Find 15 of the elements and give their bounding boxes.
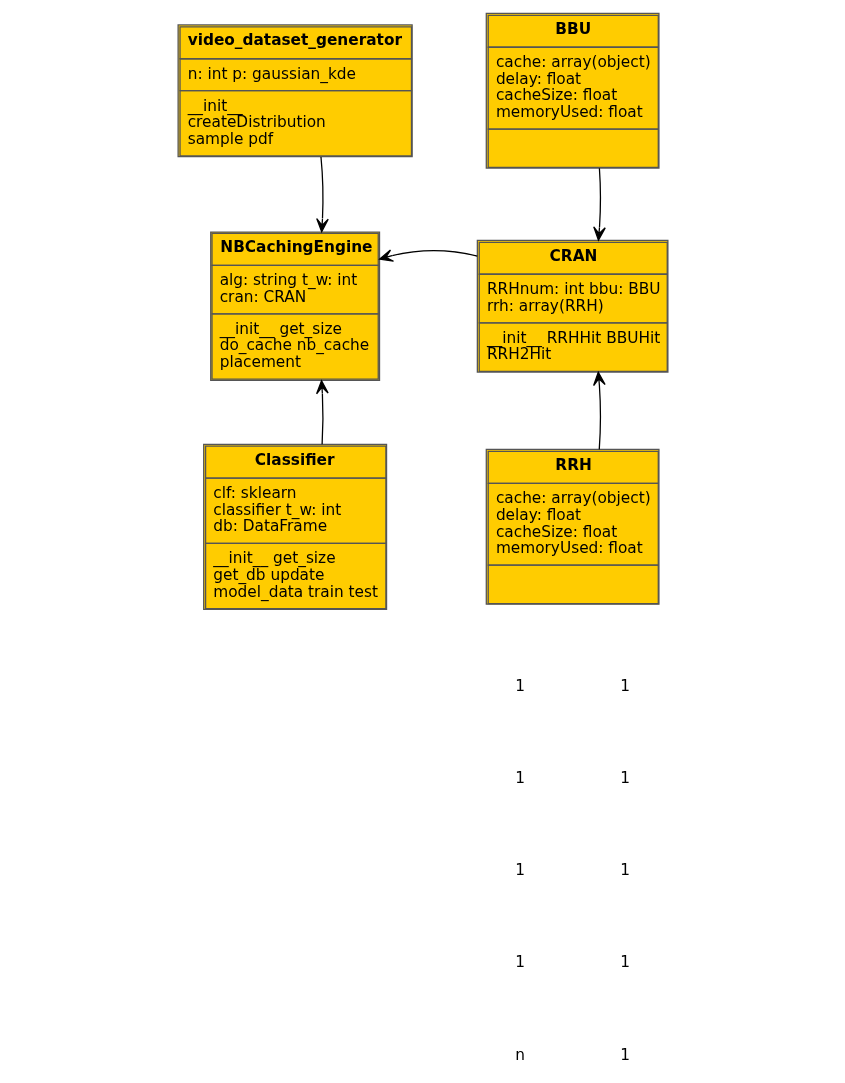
label: 1: [514, 861, 525, 880]
arrow: [592, 371, 606, 451]
arrow: [592, 167, 606, 241]
label: n: [514, 1045, 525, 1064]
arrow: [315, 380, 329, 445]
label: 1: [514, 677, 525, 696]
label: 1: [619, 861, 630, 880]
label: 1: [619, 953, 630, 972]
label: 1: [514, 953, 525, 972]
label: 1: [619, 769, 630, 788]
arrow: [315, 156, 329, 233]
label: 1: [514, 769, 525, 788]
label: 1: [619, 1045, 630, 1064]
label: 1: [619, 677, 630, 696]
arrow: [378, 249, 478, 262]
